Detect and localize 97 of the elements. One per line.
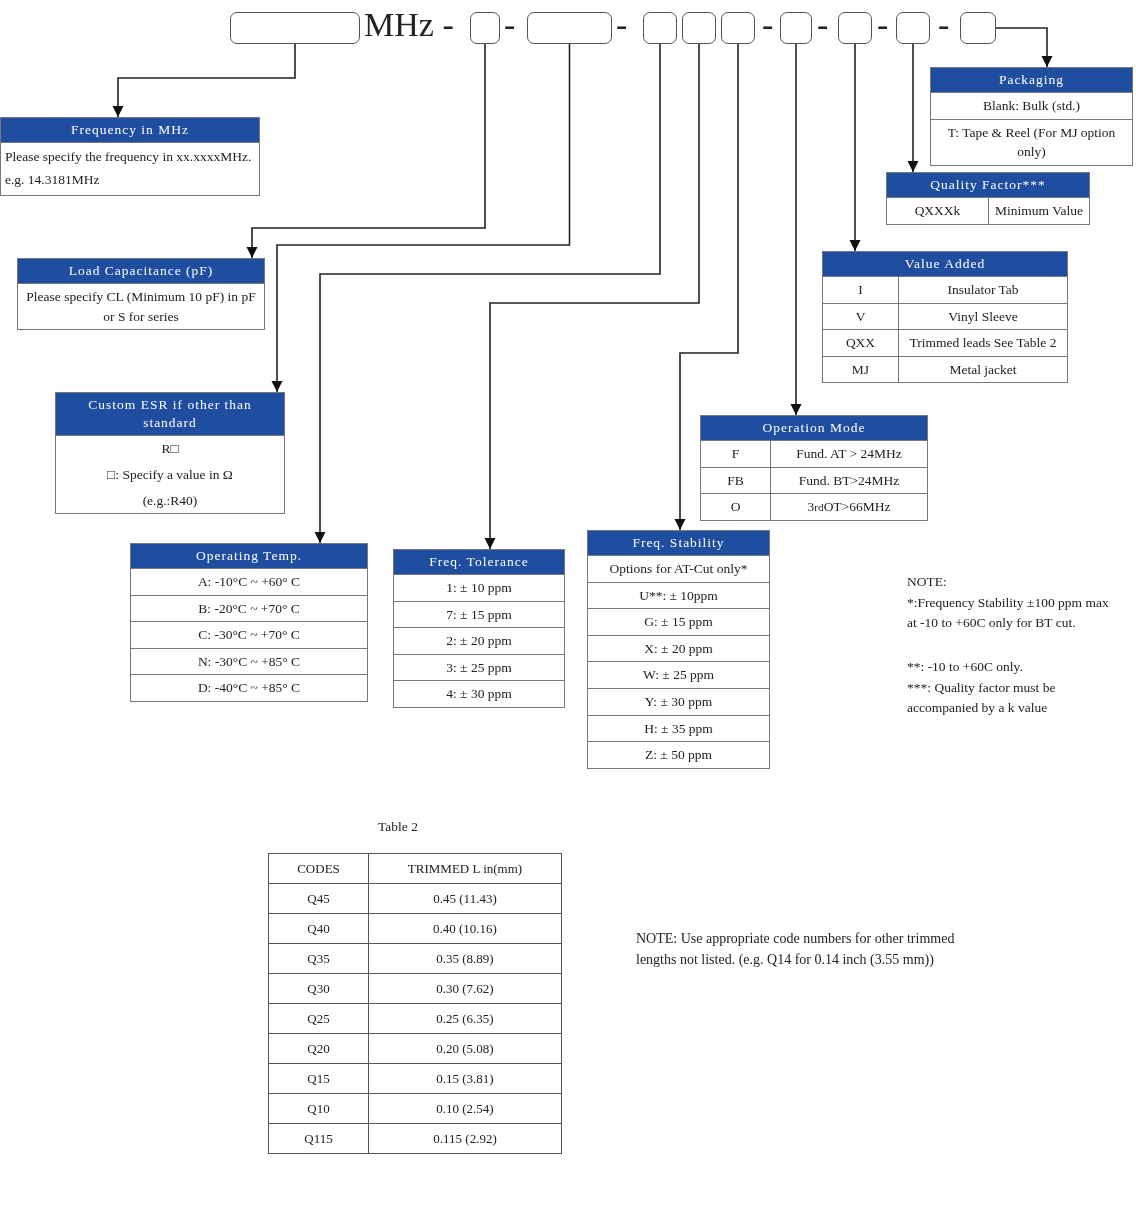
table-cell: Vinyl Sleeve <box>899 302 1067 330</box>
code-field-box <box>780 12 812 44</box>
option-table <box>886 172 1090 225</box>
table-cell: 4: ± 30 ppm <box>394 680 564 708</box>
arrow <box>246 43 486 259</box>
table-cell: X: ± 20 ppm <box>588 634 769 662</box>
table-cell: Minimum Value <box>989 197 1089 224</box>
arrow <box>849 43 861 252</box>
note-text: NOTE: <box>907 573 948 591</box>
table-cell-text: □: Specify a value in Ω <box>106 466 234 484</box>
table-cell: 7: ± 15 ppm <box>394 600 564 628</box>
table-cell: H: ± 35 ppm <box>588 714 769 742</box>
table-heading: Operation Mode <box>701 416 927 441</box>
code-field-box <box>896 12 930 44</box>
table-cell: B: -20°C ~ +70° C <box>131 594 367 622</box>
table-cell: Options for AT-Cut only* <box>588 555 769 582</box>
table-heading: Custom ESR if other than standard <box>56 393 284 436</box>
option-table <box>55 392 285 515</box>
table-cell: Fund. AT > 24MHz <box>771 440 927 467</box>
table-heading: Freq. Tolerance <box>394 550 564 575</box>
table-cell: W: ± 25 ppm <box>588 661 769 689</box>
table-cell: Please specify CL (Minimum 10 pF) in pF or S for series <box>18 283 264 330</box>
table-cell: Y: ± 30 ppm <box>588 688 769 715</box>
table-heading: Quality Factor*** <box>887 173 1089 198</box>
table-cell: Fund. BT>24MHz <box>771 466 927 494</box>
option-table <box>0 117 260 197</box>
option-table <box>930 67 1133 166</box>
table-cell: F <box>701 440 771 467</box>
arrow <box>995 27 1053 68</box>
table-cell: O <box>701 493 771 520</box>
code-field-box <box>960 12 996 44</box>
part-number-separator: - <box>762 6 774 44</box>
part-number-separator: - <box>504 6 516 44</box>
table-cell: FB <box>701 466 771 494</box>
table-cell: MJ <box>823 355 899 383</box>
table-cell: A: -10°C ~ +60° C <box>131 568 367 595</box>
code-field-box <box>643 12 677 44</box>
part-number-separator: - <box>938 6 950 44</box>
table-heading: Value Added <box>823 252 1067 277</box>
table-cell: Blank: Bulk (std.) <box>931 92 1132 119</box>
part-number-separator: - <box>616 6 628 44</box>
table-cell: G: ± 15 ppm <box>588 608 769 635</box>
table-cell: CODES <box>268 853 369 884</box>
code-field-box <box>682 12 716 44</box>
option-table <box>700 415 928 521</box>
table-cell: 1: ± 10 ppm <box>394 574 564 601</box>
note-text: **: -10 to +60C only. <box>907 658 1024 676</box>
code-field-box <box>721 12 755 44</box>
table-cell: Z: ± 50 ppm <box>588 741 769 768</box>
table-cell: 2: ± 20 ppm <box>394 627 564 654</box>
table-heading: Packaging <box>931 68 1132 93</box>
table-heading: Frequency in MHz <box>1 118 259 143</box>
table-heading: Operating Temp. <box>131 544 367 569</box>
table-heading: Freq. Stability <box>588 531 769 556</box>
arrow <box>271 43 571 393</box>
table-cell: C: -30°C ~ +70° C <box>131 621 367 648</box>
option-table <box>587 530 770 769</box>
note-text: NOTE: Use appropriate code numbers for other trimmed lengths not listed. (e.g. Q14 for 0.14 inch (3.55 mm)) <box>636 930 956 969</box>
option-table <box>17 258 265 331</box>
table-cell: U**: ± 10ppm <box>588 581 769 609</box>
table-cell: QXX <box>823 329 899 356</box>
table-cell: Metal jacket <box>899 355 1067 383</box>
table-cell: N: -30°C ~ +85° C <box>131 647 367 675</box>
table-title: Table 2 <box>378 818 418 836</box>
arrow <box>790 43 802 416</box>
code-field-box <box>470 12 500 44</box>
code-field-box <box>230 12 360 44</box>
part-number-separator: - <box>877 6 889 44</box>
option-table <box>130 543 368 703</box>
option-table <box>822 251 1068 384</box>
code-field-box <box>838 12 872 44</box>
part-number-separator: - <box>817 6 829 44</box>
table-cell: Q115 <box>268 1123 369 1154</box>
table-cell: 0.115 (2.92) <box>368 1123 562 1154</box>
table-cell: R□ <box>56 435 284 462</box>
table-cell: TRIMMED L in(mm) <box>368 853 562 884</box>
table-cell: Insulator Tab <box>899 276 1067 303</box>
note-text: *:Frequency Stability ±100 ppm max at -10 to +60C only for BT cut. <box>907 594 1110 633</box>
arrow <box>674 43 739 531</box>
table-cell: 3: ± 25 ppm <box>394 653 564 681</box>
table-cell: V <box>823 302 899 330</box>
table-cell: Trimmed leads See Table 2 <box>899 329 1067 356</box>
note-text: ***: Quality factor must be accompanied by a k value <box>907 679 1057 718</box>
code-field-box <box>527 12 612 44</box>
arrow <box>314 43 661 544</box>
table-cell-text: (e.g.:R40) <box>141 491 199 510</box>
arrow <box>484 43 700 550</box>
arrow <box>112 43 296 118</box>
option-table <box>393 549 565 709</box>
table-cell: T: Tape & Reel (For MJ option only) <box>931 118 1132 165</box>
part-number-separator: MHz - <box>364 6 454 44</box>
table-cell: I <box>823 276 899 303</box>
table-heading: Load Capacitance (pF) <box>18 259 264 284</box>
table-cell: Please specify the frequency in xx.xxxxMHz. e.g. 14.3181MHz <box>1 142 259 196</box>
arrow <box>907 43 919 173</box>
table-cell: QXXXk <box>887 197 989 224</box>
table-cell: D: -40°C ~ +85° C <box>131 674 367 702</box>
